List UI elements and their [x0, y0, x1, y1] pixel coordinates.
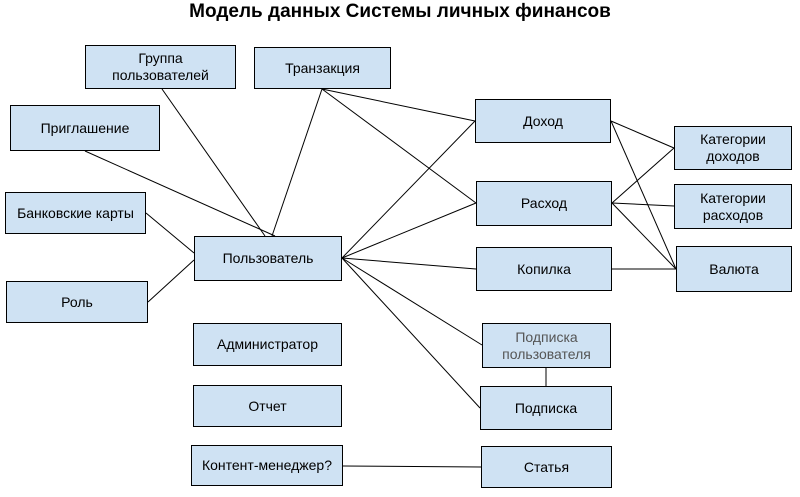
node-income-categories[interactable]: Категории доходов: [674, 126, 792, 170]
node-bank-cards[interactable]: Банковские карты: [5, 192, 146, 234]
node-expense[interactable]: Расход: [476, 181, 612, 226]
node-administrator[interactable]: Администратор: [193, 323, 342, 366]
edge-cards-user: [145, 212, 195, 254]
edge-user-sub: [341, 257, 481, 409]
edge-income-currency: [610, 120, 677, 270]
edge-expense-inccat: [611, 147, 675, 204]
edge-role-user: [147, 259, 195, 303]
node-currency[interactable]: Валюта: [676, 246, 792, 292]
node-user-group[interactable]: Группа пользователей: [85, 45, 236, 89]
edge-income-inccat: [610, 120, 675, 149]
edge-expense-expcat: [611, 202, 675, 207]
node-user-subscription[interactable]: Подписка пользователя: [482, 323, 611, 368]
node-user[interactable]: Пользователь: [194, 236, 342, 281]
edge-user-piggy: [341, 257, 477, 270]
node-expense-categories[interactable]: Категории расходов: [674, 184, 792, 229]
node-subscription[interactable]: Подписка: [480, 386, 612, 430]
node-piggy-bank[interactable]: Копилка: [476, 247, 612, 291]
node-article[interactable]: Статья: [481, 446, 612, 488]
edge-transaction-user: [271, 88, 323, 237]
edge-user-usersub: [341, 257, 483, 346]
node-transaction[interactable]: Транзакция: [254, 47, 391, 89]
edge-group-user: [161, 88, 266, 237]
edge-expense-currency: [611, 202, 677, 270]
node-content-manager[interactable]: Контент-менеджер?: [191, 445, 343, 486]
node-role[interactable]: Роль: [6, 281, 148, 323]
edge-manager-article: [342, 465, 482, 468]
edge-user-expense: [341, 202, 477, 259]
edge-transaction-expense: [321, 88, 477, 204]
edge-user-income: [341, 120, 476, 259]
node-invitation[interactable]: Приглашение: [10, 105, 160, 151]
node-income[interactable]: Доход: [475, 99, 611, 143]
node-report[interactable]: Отчет: [193, 385, 342, 427]
diagram-title: Модель данных Системы личных финансов: [189, 1, 611, 22]
edge-invite-user: [84, 150, 276, 237]
edge-transaction-income: [321, 88, 476, 122]
